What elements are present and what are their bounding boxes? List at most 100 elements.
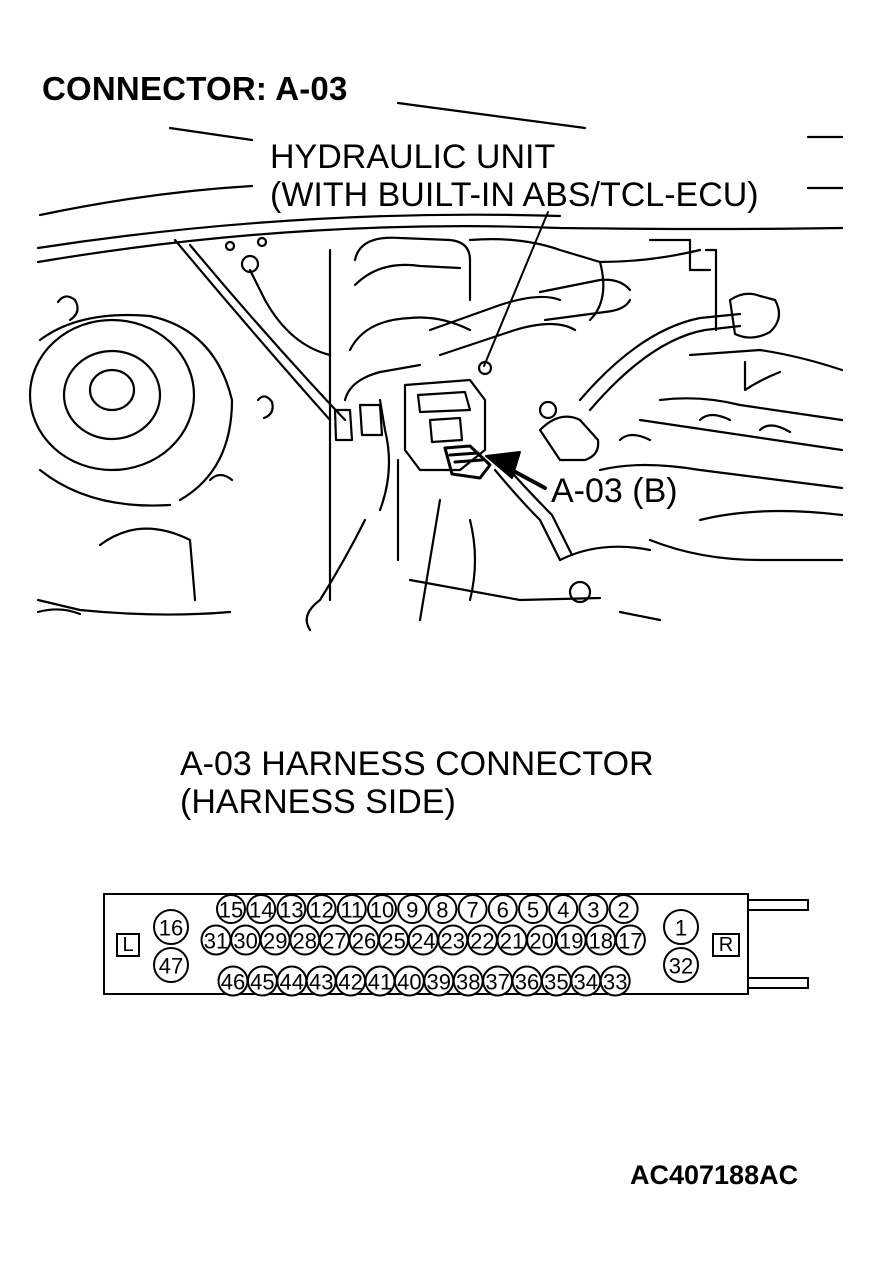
- pin-15: 15: [219, 898, 243, 923]
- pin-25-circle: [378, 924, 410, 956]
- pin-31: 31: [204, 929, 228, 954]
- pin-22-circle: [466, 924, 498, 956]
- pin-4: 4: [557, 898, 569, 923]
- pin-32: 32: [669, 954, 693, 979]
- pin-29: 29: [263, 929, 287, 954]
- page-title: CONNECTOR: A-03: [42, 70, 348, 107]
- pin-43: 43: [309, 970, 333, 995]
- connector-latch-bottom: [748, 977, 809, 989]
- pin-43-circle: [305, 965, 337, 997]
- pin-46-circle: [217, 965, 249, 997]
- pin-27: 27: [322, 929, 346, 954]
- harness-connector-title: A-03 HARNESS CONNECTOR (HARNESS SIDE): [180, 745, 654, 821]
- pin-14: 14: [249, 898, 273, 923]
- pin-10: 10: [370, 898, 394, 923]
- pin-39: 39: [427, 970, 451, 995]
- pin-12: 12: [309, 898, 333, 923]
- pin-33: 33: [603, 970, 627, 995]
- left-marker-box: [116, 933, 140, 957]
- pin-18-circle: [585, 924, 617, 956]
- pin-3: 3: [587, 898, 599, 923]
- pin-28: 28: [293, 929, 317, 954]
- pin-24-circle: [407, 924, 439, 956]
- pin-38: 38: [456, 970, 480, 995]
- pin-29-circle: [259, 924, 291, 956]
- pin-19-circle: [555, 924, 587, 956]
- pin-38-circle: [452, 965, 484, 997]
- pin-27-circle: [318, 924, 350, 956]
- pin-1: 1: [675, 916, 687, 941]
- connector-body: [103, 893, 749, 995]
- pin-1-circle: [663, 909, 699, 945]
- pin-40: 40: [397, 970, 421, 995]
- pin-7-circle: [457, 894, 488, 924]
- pin-6: 6: [497, 898, 509, 923]
- figure-code: AC407188AC: [630, 1160, 799, 1190]
- pin-2-circle: [608, 894, 639, 924]
- pin-35: 35: [544, 970, 568, 995]
- pin-23-circle: [437, 924, 469, 956]
- pin-24: 24: [411, 929, 435, 954]
- pin-46: 46: [221, 970, 245, 995]
- pin-35-circle: [540, 965, 572, 997]
- pin-37-circle: [482, 965, 514, 997]
- hydraulic-unit-label: HYDRAULIC UNIT (WITH BUILT-IN ABS/TCL-EC…: [270, 138, 759, 214]
- pin-12-circle: [306, 894, 337, 924]
- pin-41: 41: [368, 970, 392, 995]
- pin-34: 34: [574, 970, 598, 995]
- pin-2: 2: [617, 898, 629, 923]
- pin-20-circle: [526, 924, 558, 956]
- pin-13: 13: [279, 898, 303, 923]
- pin-28-circle: [289, 924, 321, 956]
- left-marker: L: [122, 934, 133, 956]
- pin-5: 5: [527, 898, 539, 923]
- pin-30-circle: [230, 924, 262, 956]
- pin-3-circle: [578, 894, 609, 924]
- pin-31-circle: [200, 924, 232, 956]
- pin-8: 8: [436, 898, 448, 923]
- pin-5-circle: [518, 894, 548, 924]
- pin-10-circle: [367, 894, 397, 924]
- hydraulic-unit-label-line2: (WITH BUILT-IN ABS/TCL-ECU): [270, 176, 759, 214]
- pin-8-circle: [427, 894, 458, 924]
- pin-45-circle: [246, 965, 278, 997]
- pin-30: 30: [233, 929, 257, 954]
- pin-21-circle: [496, 924, 528, 956]
- pin-25: 25: [381, 929, 405, 954]
- right-marker: R: [719, 934, 733, 956]
- pin-4-circle: [548, 894, 579, 924]
- pin-17-circle: [614, 924, 646, 956]
- pin-40-circle: [393, 965, 425, 997]
- pin-39-circle: [423, 965, 455, 997]
- pin-15-circle: [216, 894, 246, 924]
- pin-47: 47: [159, 954, 183, 979]
- pin-9-circle: [397, 894, 428, 924]
- pin-21: 21: [500, 929, 524, 954]
- pin-22: 22: [470, 929, 494, 954]
- pin-16: 16: [159, 916, 183, 941]
- pin-36-circle: [511, 965, 543, 997]
- pin-41-circle: [364, 965, 396, 997]
- pin-47-circle: [153, 947, 189, 983]
- pin-32-circle: [663, 947, 699, 983]
- pin-18: 18: [589, 929, 613, 954]
- right-marker-box: [712, 933, 740, 957]
- pin-37: 37: [485, 970, 509, 995]
- pin-7: 7: [466, 898, 478, 923]
- pin-11: 11: [340, 898, 363, 923]
- engine-bay-illustration: [28, 101, 844, 632]
- pin-14-circle: [246, 894, 277, 924]
- pin-26: 26: [352, 929, 376, 954]
- pin-26-circle: [348, 924, 380, 956]
- pin-19: 19: [559, 929, 583, 954]
- pin-42-circle: [335, 965, 367, 997]
- harness-connector-title-line1: A-03 HARNESS CONNECTOR: [180, 745, 654, 783]
- pin-16-circle: [153, 909, 189, 945]
- pin-17: 17: [618, 929, 642, 954]
- pin-44: 44: [280, 970, 304, 995]
- pin-11-circle: [336, 894, 367, 924]
- pin-36: 36: [515, 970, 539, 995]
- pin-44-circle: [276, 965, 308, 997]
- pin-23: 23: [441, 929, 465, 954]
- connector-latch-top: [748, 899, 809, 911]
